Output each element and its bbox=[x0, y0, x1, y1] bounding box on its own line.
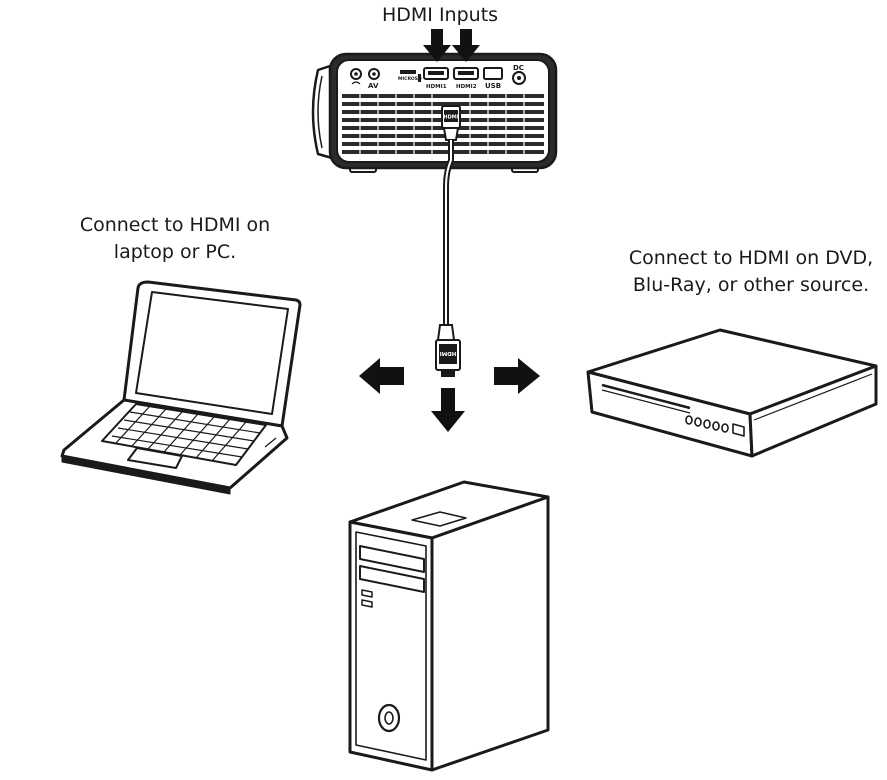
projector-ports bbox=[350, 67, 526, 85]
port-label-dc: DC bbox=[513, 64, 524, 72]
source-caption-line-2: Blu-Ray, or other source. bbox=[632, 274, 870, 296]
port-label-hdmi1: HDMI1 bbox=[426, 84, 447, 90]
dvd-player-buttons bbox=[685, 415, 729, 433]
port-label-usb: USB bbox=[485, 82, 501, 90]
laptop-caption: Connect to HDMI on laptop or PC. bbox=[70, 212, 280, 266]
cable-plug-bottom-label: HDMI bbox=[440, 350, 457, 356]
hdmi-input-arrows bbox=[423, 29, 480, 62]
port-label-hdmi2: HDMI2 bbox=[456, 84, 477, 90]
laptop-caption-line-1: Connect to HDMI on bbox=[79, 214, 271, 236]
cable-plug-top-label: HDMI bbox=[443, 115, 458, 121]
arrow-right-icon bbox=[494, 358, 540, 394]
dvd-player-icon bbox=[586, 328, 878, 458]
hdmi-inputs-text: HDMI Inputs bbox=[382, 4, 499, 26]
arrow-left-icon bbox=[359, 358, 404, 394]
usb-port-icon bbox=[483, 67, 503, 80]
projector-icon: AV MICROSD HDMI1 HDMI2 USB DC bbox=[311, 52, 558, 173]
microsd-slot-icon bbox=[400, 70, 416, 74]
hdmi-inputs-caption: HDMI Inputs bbox=[382, 4, 498, 26]
output-arrows bbox=[359, 358, 540, 432]
arrow-down-hdmi1-icon bbox=[423, 29, 451, 62]
hdmi-cable: HDMI HDMI bbox=[435, 105, 461, 377]
desktop-tower-icon bbox=[348, 480, 550, 772]
laptop-caption-line-2: laptop or PC. bbox=[113, 241, 237, 263]
source-caption-line-1: Connect to HDMI on DVD, bbox=[628, 247, 874, 269]
source-caption: Connect to HDMI on DVD, Blu-Ray, or othe… bbox=[622, 245, 880, 299]
laptop-icon bbox=[60, 280, 302, 495]
port-label-microsd: MICROSD bbox=[398, 76, 422, 82]
arrow-down-hdmi2-icon bbox=[452, 29, 480, 62]
arrow-down-icon bbox=[431, 388, 465, 432]
port-label-av: AV bbox=[368, 82, 379, 90]
